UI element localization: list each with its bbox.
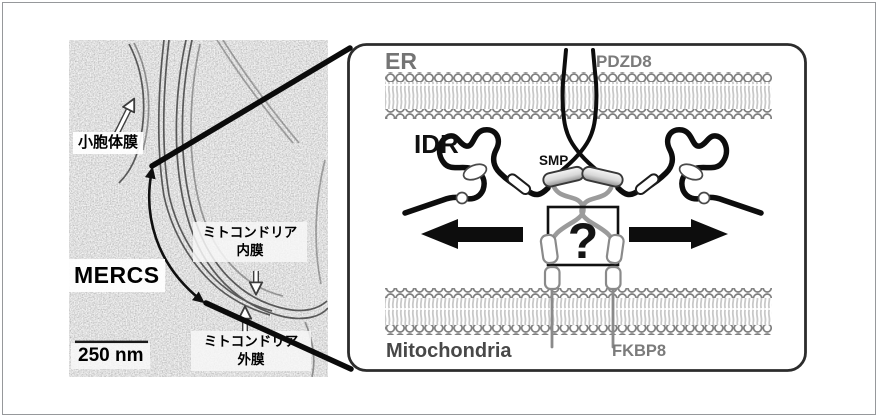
em-tomogram-image [69,40,328,377]
em-noise-texture [69,40,328,377]
idr-squiggle-left [402,127,551,216]
mito-inner-line2: 内膜 [236,243,264,259]
smp-domain-right [581,165,624,188]
pdzd8-tm-strands [558,48,601,174]
idr-ellipse-node [462,163,488,181]
fkbp8-capsule-left-upper [539,233,559,265]
mercs-label: MERCS [69,259,165,293]
fkbp8-capsule-left-lower [543,265,561,291]
arrow-right-icon [629,219,728,249]
mercs-span-arrow-icon [144,166,205,304]
question-mark: ? [568,213,599,269]
mito-membrane-bilayer [385,288,772,335]
idr-capsule-node [506,173,532,196]
er-membrane-pointer-icon [113,101,133,137]
fkbp8-label: FKBP8 [612,342,667,360]
er-label: ER [385,48,417,74]
mitochondria-label: Mitochondria [386,340,512,362]
mito-inner-line1: ミトコンドリア [202,225,298,240]
em-tomogram-panel: 小胞体膜 MERCS ミトコンドリア 内膜 ミトコンドリア 外膜 250 nm [69,40,328,377]
mito-inner-membrane-label: ミトコンドリア 内膜 [193,222,307,263]
pdzd8-label: PDZD8 [596,52,652,71]
idr-label: IDR [414,129,459,159]
mito-outer-membrane-label: ミトコンドリア 外膜 [191,331,311,372]
idr-circle-node [455,191,469,205]
mito-outer-line1: ミトコンドリア [203,334,299,349]
er-membrane-arc-2 [133,42,150,151]
mito-outer-line2: 外膜 [237,352,265,368]
arrow-left-icon [421,219,523,249]
fkbp8-capsule-right-upper [605,233,625,265]
pdzd8-tail-strands [546,184,619,252]
smp-label: SMP [539,153,569,168]
er-membrane-label: 小胞体膜 [73,132,144,155]
scale-bar-label: 250 nm [71,343,151,369]
fkbp8-proteins [539,233,625,349]
fkbp8-capsule-right-lower [604,265,622,291]
schematic-panel: ? ER PDZD8 IDR SMP Mitochondria FKBP8 [347,43,807,372]
er-membrane-bilayer [385,72,772,119]
em-faint-membrane-3 [315,159,326,285]
schematic-drawing: ? [347,43,807,372]
